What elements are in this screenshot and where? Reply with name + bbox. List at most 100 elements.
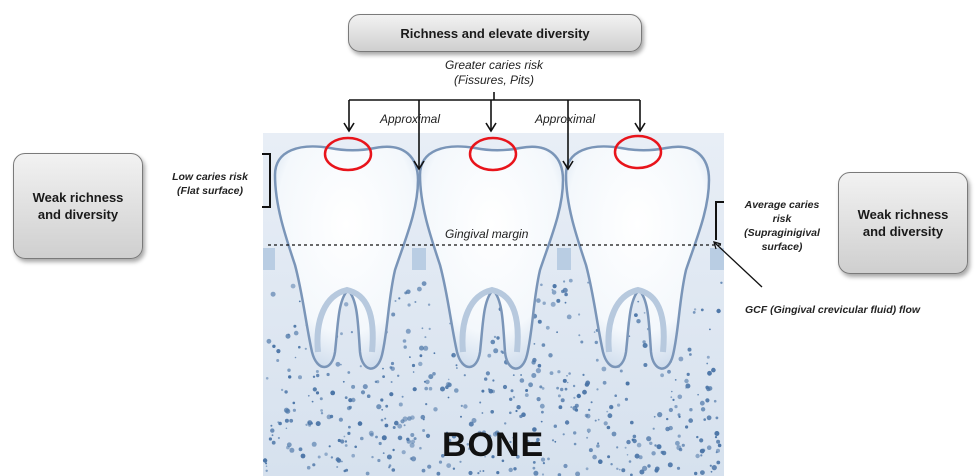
bone-dot (596, 388, 598, 390)
bone-dot (574, 443, 577, 446)
bone-dot (714, 400, 717, 403)
bone-dot (556, 299, 560, 303)
bone-dot (604, 421, 608, 425)
bone-dot (382, 375, 385, 378)
bone-dot (556, 387, 559, 390)
gcf-label: GCF (Gingival crevicular fluid) flow (745, 303, 920, 317)
bone-dot (482, 412, 484, 414)
bone-dot (515, 410, 517, 412)
bone-dot (293, 409, 296, 412)
bone-dot (553, 284, 557, 288)
bone-dot (428, 304, 430, 306)
bone-dot (341, 461, 343, 463)
bone-dot (385, 405, 388, 408)
bone-dot (414, 437, 417, 440)
bone-dot (705, 398, 709, 402)
bone-dot (548, 353, 552, 357)
bone-dot (308, 395, 310, 397)
bone-dot (425, 403, 427, 405)
bone-dot (534, 343, 536, 345)
average-risk-line-2: risk (730, 212, 834, 226)
bone-dot (456, 367, 458, 369)
bone-dot (694, 472, 697, 475)
bone-dot (461, 405, 463, 407)
bone-dot (293, 325, 296, 328)
bone-dot (445, 385, 449, 389)
bone-dot (351, 454, 355, 458)
greater-risk-label: Greater caries risk (Fissures, Pits) (400, 58, 588, 88)
bone-dot (540, 284, 543, 287)
bone-dot (542, 387, 545, 390)
bone-dot (711, 471, 713, 473)
bone-dot (716, 309, 720, 313)
bone-dot (417, 287, 422, 292)
bone-dot (389, 392, 393, 396)
bone-dot (382, 400, 384, 402)
bone-dot (337, 458, 342, 463)
bone-dot (429, 328, 431, 330)
bone-dot (482, 470, 484, 472)
bone-dot (381, 419, 384, 422)
bone-dot (586, 437, 588, 439)
bone-dot (391, 362, 394, 365)
bone-dot (494, 336, 496, 338)
bone-dot (266, 377, 269, 380)
bone-dot (705, 386, 709, 390)
bone-dot (420, 354, 423, 357)
bone-dot (597, 442, 599, 444)
bone-dot (367, 394, 371, 398)
bone-dot (392, 468, 396, 472)
average-risk-line-3: (Supraginigival (730, 226, 834, 240)
bone-dot (682, 444, 685, 447)
bone-dot (573, 397, 575, 399)
bone-dot (479, 402, 481, 404)
bone-dot (284, 390, 287, 393)
bone-dot (375, 436, 378, 439)
bone-dot (513, 396, 515, 398)
bone-dot (714, 431, 719, 436)
bone-dot (298, 346, 301, 349)
bone-dot (479, 470, 481, 472)
bone-dot (266, 470, 268, 472)
bone-dot (718, 444, 722, 448)
bone-dot (685, 425, 688, 428)
bone-dot (321, 412, 323, 414)
bone-dot (678, 416, 680, 418)
bone-dot (672, 399, 674, 401)
bone-dot (709, 329, 711, 331)
average-risk-label: Average caries risk (Supraginigival surf… (730, 198, 834, 254)
bone-dot (533, 467, 536, 470)
bone-dot (316, 391, 319, 394)
bone-dot (559, 405, 563, 409)
bone-dot (426, 434, 430, 438)
bone-dot (392, 449, 394, 451)
bone-dot (696, 436, 698, 438)
bone-dot (620, 370, 623, 373)
bone-dot (554, 441, 556, 443)
bone-dot (706, 363, 708, 365)
bone-dot (422, 429, 425, 432)
bone-dot (487, 354, 491, 358)
bone-dot (422, 327, 424, 329)
bone-dot (557, 370, 560, 373)
bone-dot (504, 422, 506, 424)
bone-dot (531, 373, 536, 378)
bone-dot (675, 379, 677, 381)
bone-dot (336, 362, 341, 367)
bone-dot (496, 471, 499, 474)
bone-dot (423, 419, 425, 421)
bone-dot (269, 437, 272, 440)
bone-dot (263, 458, 267, 462)
bone-dot (564, 293, 568, 297)
bone-dot (687, 373, 690, 376)
bone-dot (619, 469, 621, 471)
bone-dot (653, 428, 655, 430)
bone-dot (546, 326, 550, 330)
bone-dot (312, 401, 314, 403)
bone-dot (413, 387, 417, 391)
bone-dot (464, 374, 466, 376)
bone-dot (377, 459, 380, 462)
bone-dot (700, 401, 705, 406)
bone-dot (703, 418, 706, 421)
bone-dot (460, 416, 462, 418)
